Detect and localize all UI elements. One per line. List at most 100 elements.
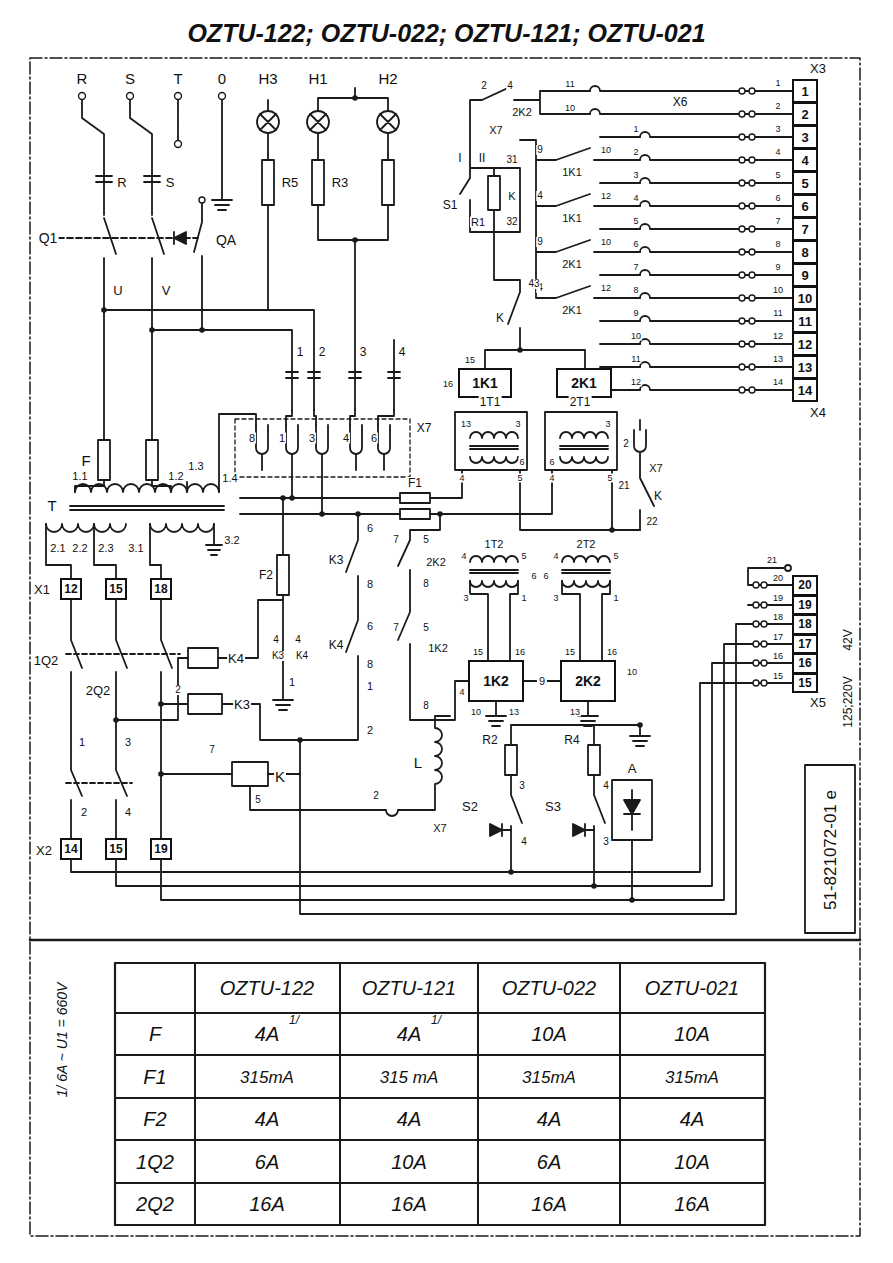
callout-label: 21 xyxy=(766,556,778,565)
callout-label: 6 xyxy=(366,523,374,534)
callout-label: 2T2 xyxy=(576,539,597,550)
junction-dots xyxy=(352,95,358,101)
node-text: 14 xyxy=(64,843,77,855)
table-cell-text: 4A xyxy=(396,1024,422,1044)
callout-label: 8 xyxy=(774,240,781,249)
callout-label: H1 xyxy=(307,71,328,86)
callout-label: S3 xyxy=(544,800,562,813)
callout-label: 15 xyxy=(772,672,784,681)
callout-label: 4 xyxy=(272,635,280,645)
callout-label: 9 xyxy=(632,309,639,318)
node-text: 19 xyxy=(154,843,167,855)
callout-label: 7 xyxy=(208,745,216,755)
control-wiring xyxy=(470,581,610,660)
callout-label: 3 xyxy=(632,171,639,180)
side-note: 51-821072-01 e xyxy=(822,789,839,911)
terminal-box: 12 xyxy=(60,578,82,600)
table-cell-text: 315mA xyxy=(664,1069,720,1086)
callout-label: 1K2 xyxy=(427,643,449,654)
callout-label: 6 xyxy=(518,458,525,467)
junction-dots xyxy=(591,883,597,889)
supply-wiring xyxy=(312,160,324,205)
supply-wiring xyxy=(46,524,126,532)
callout-label: 6 xyxy=(366,621,374,632)
node-text: 8 xyxy=(801,246,808,259)
junction-dots xyxy=(637,722,643,728)
plug-connector xyxy=(749,295,755,301)
node-text: 1K2 xyxy=(483,674,509,688)
callout-label: 2 xyxy=(774,102,781,111)
callout-label: 5 xyxy=(422,535,430,545)
table-cell-text: 4A xyxy=(679,1109,705,1129)
callout-label: 1 xyxy=(774,79,781,88)
callout-label: 16 xyxy=(606,648,618,657)
callout-label: X5 xyxy=(809,696,827,709)
supply-wiring xyxy=(146,440,158,480)
supply-wiring xyxy=(150,524,214,532)
diagram-title: OZTU-122; OZTU-022; OZTU-121; OZTU-021 xyxy=(0,20,893,48)
callout-label: 2K1 xyxy=(561,259,583,270)
terminal-box: 18 xyxy=(792,614,818,635)
callout-label: 15 xyxy=(472,648,484,657)
supply-wiring xyxy=(262,160,274,205)
supply-wiring xyxy=(104,205,268,330)
relay-box: 2K1 xyxy=(556,368,612,398)
table-cell-text: 2Q2 xyxy=(135,1194,175,1214)
callout-label: 10 xyxy=(630,332,642,341)
table-cell-text: 315 mA xyxy=(379,1069,440,1086)
junction-dots xyxy=(199,327,205,333)
callout-label: 14 xyxy=(772,378,784,387)
control-wiring xyxy=(400,493,430,503)
node-text: 18 xyxy=(154,583,167,595)
callout-label: X7 xyxy=(488,125,503,136)
plug-connector xyxy=(739,203,745,209)
callout-label: 12 xyxy=(772,332,784,341)
callout-label: K xyxy=(653,490,663,502)
callout-label: 17 xyxy=(772,633,784,642)
node-text: 2 xyxy=(801,108,808,121)
plug-connector xyxy=(749,157,755,163)
callout-label: 5 xyxy=(254,795,262,805)
callout-label: 19 xyxy=(772,594,784,603)
callout-label: X7 xyxy=(432,823,447,834)
table-cell-text: 10A xyxy=(390,1152,428,1172)
callout-label: 4 xyxy=(520,837,528,847)
table-cell-text: 1Q2 xyxy=(135,1152,175,1172)
frame-lines xyxy=(115,963,765,1225)
callout-label: 2 xyxy=(80,807,88,818)
callout-label: X2 xyxy=(35,844,53,857)
callout-label: 2T1 xyxy=(569,396,592,408)
node-text: 18 xyxy=(798,618,811,630)
node-text: 10 xyxy=(798,292,812,305)
supply-wiring xyxy=(46,88,792,914)
supply-wiring xyxy=(188,648,218,668)
callout-label: 1.2 xyxy=(167,471,184,482)
control-wiring xyxy=(612,780,652,840)
callout-label: 18 xyxy=(772,613,784,622)
supply-wiring xyxy=(75,484,219,492)
control-wiring xyxy=(624,790,640,900)
control-wiring xyxy=(277,555,289,595)
callout-label: 1 xyxy=(278,433,286,444)
terminal-box: 19 xyxy=(792,595,818,616)
plug-connector xyxy=(753,660,759,666)
callout-label: 2K2 xyxy=(425,557,447,568)
control-wiring xyxy=(485,232,585,368)
plug-connector xyxy=(761,582,767,588)
table-cell-text: 10A xyxy=(673,1152,711,1172)
callout-label: 1 xyxy=(520,594,527,603)
plug-connector xyxy=(175,141,182,148)
callout-label: R3 xyxy=(331,176,350,189)
control-wiring xyxy=(240,470,552,514)
callout-label: 6 xyxy=(632,240,639,249)
node-text: 9 xyxy=(801,269,808,282)
frame-lines xyxy=(115,963,765,1225)
plug-connector xyxy=(749,318,755,324)
callout-label: 12 xyxy=(600,284,612,293)
supply-wiring xyxy=(96,176,160,182)
supply-wiring xyxy=(286,372,400,378)
table-cell-text: 1/ xyxy=(288,1014,300,1026)
node-text: 3 xyxy=(801,131,808,144)
